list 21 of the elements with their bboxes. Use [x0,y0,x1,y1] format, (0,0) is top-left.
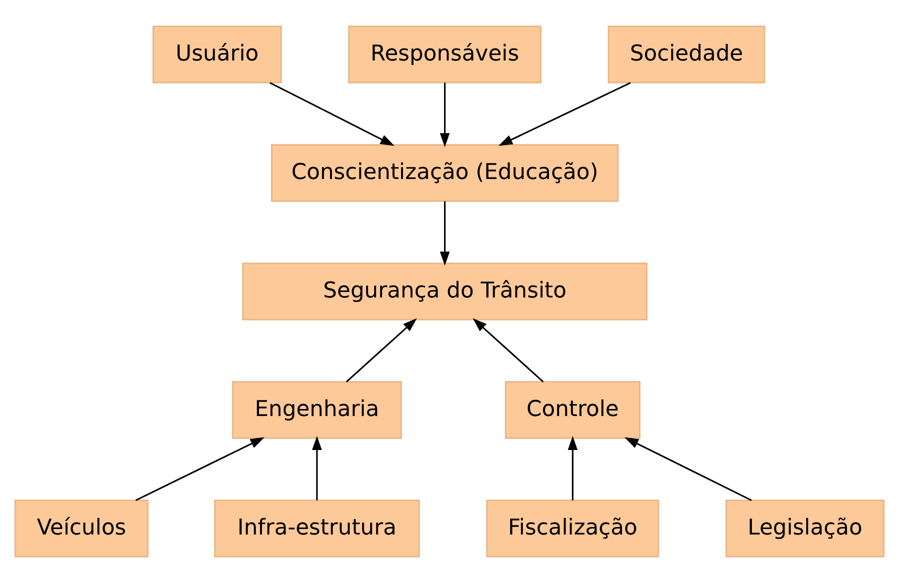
node-box: Conscientização (Educação) [270,144,618,202]
node-box: Usuário [152,26,282,84]
node-box: Fiscalização [486,500,659,558]
arrow [345,318,416,382]
arrow [472,318,544,382]
arrow [498,82,630,146]
arrow [312,436,322,500]
arrow [439,201,450,266]
node-box: Sociedade [607,26,765,84]
arrow [134,437,264,502]
node-box: Controle [504,381,640,439]
arrow [624,437,752,502]
node-box: Engenharia [231,381,402,439]
arrow [269,82,394,146]
node-box: Legislação [725,500,884,558]
arrow [567,436,578,500]
arrow [439,82,450,148]
node-box: Infra-estrutura [214,500,420,558]
node-box: Veículos [14,500,148,558]
node-box: Segurança do Trânsito [242,262,648,320]
node-box: Responsáveis [348,26,541,84]
